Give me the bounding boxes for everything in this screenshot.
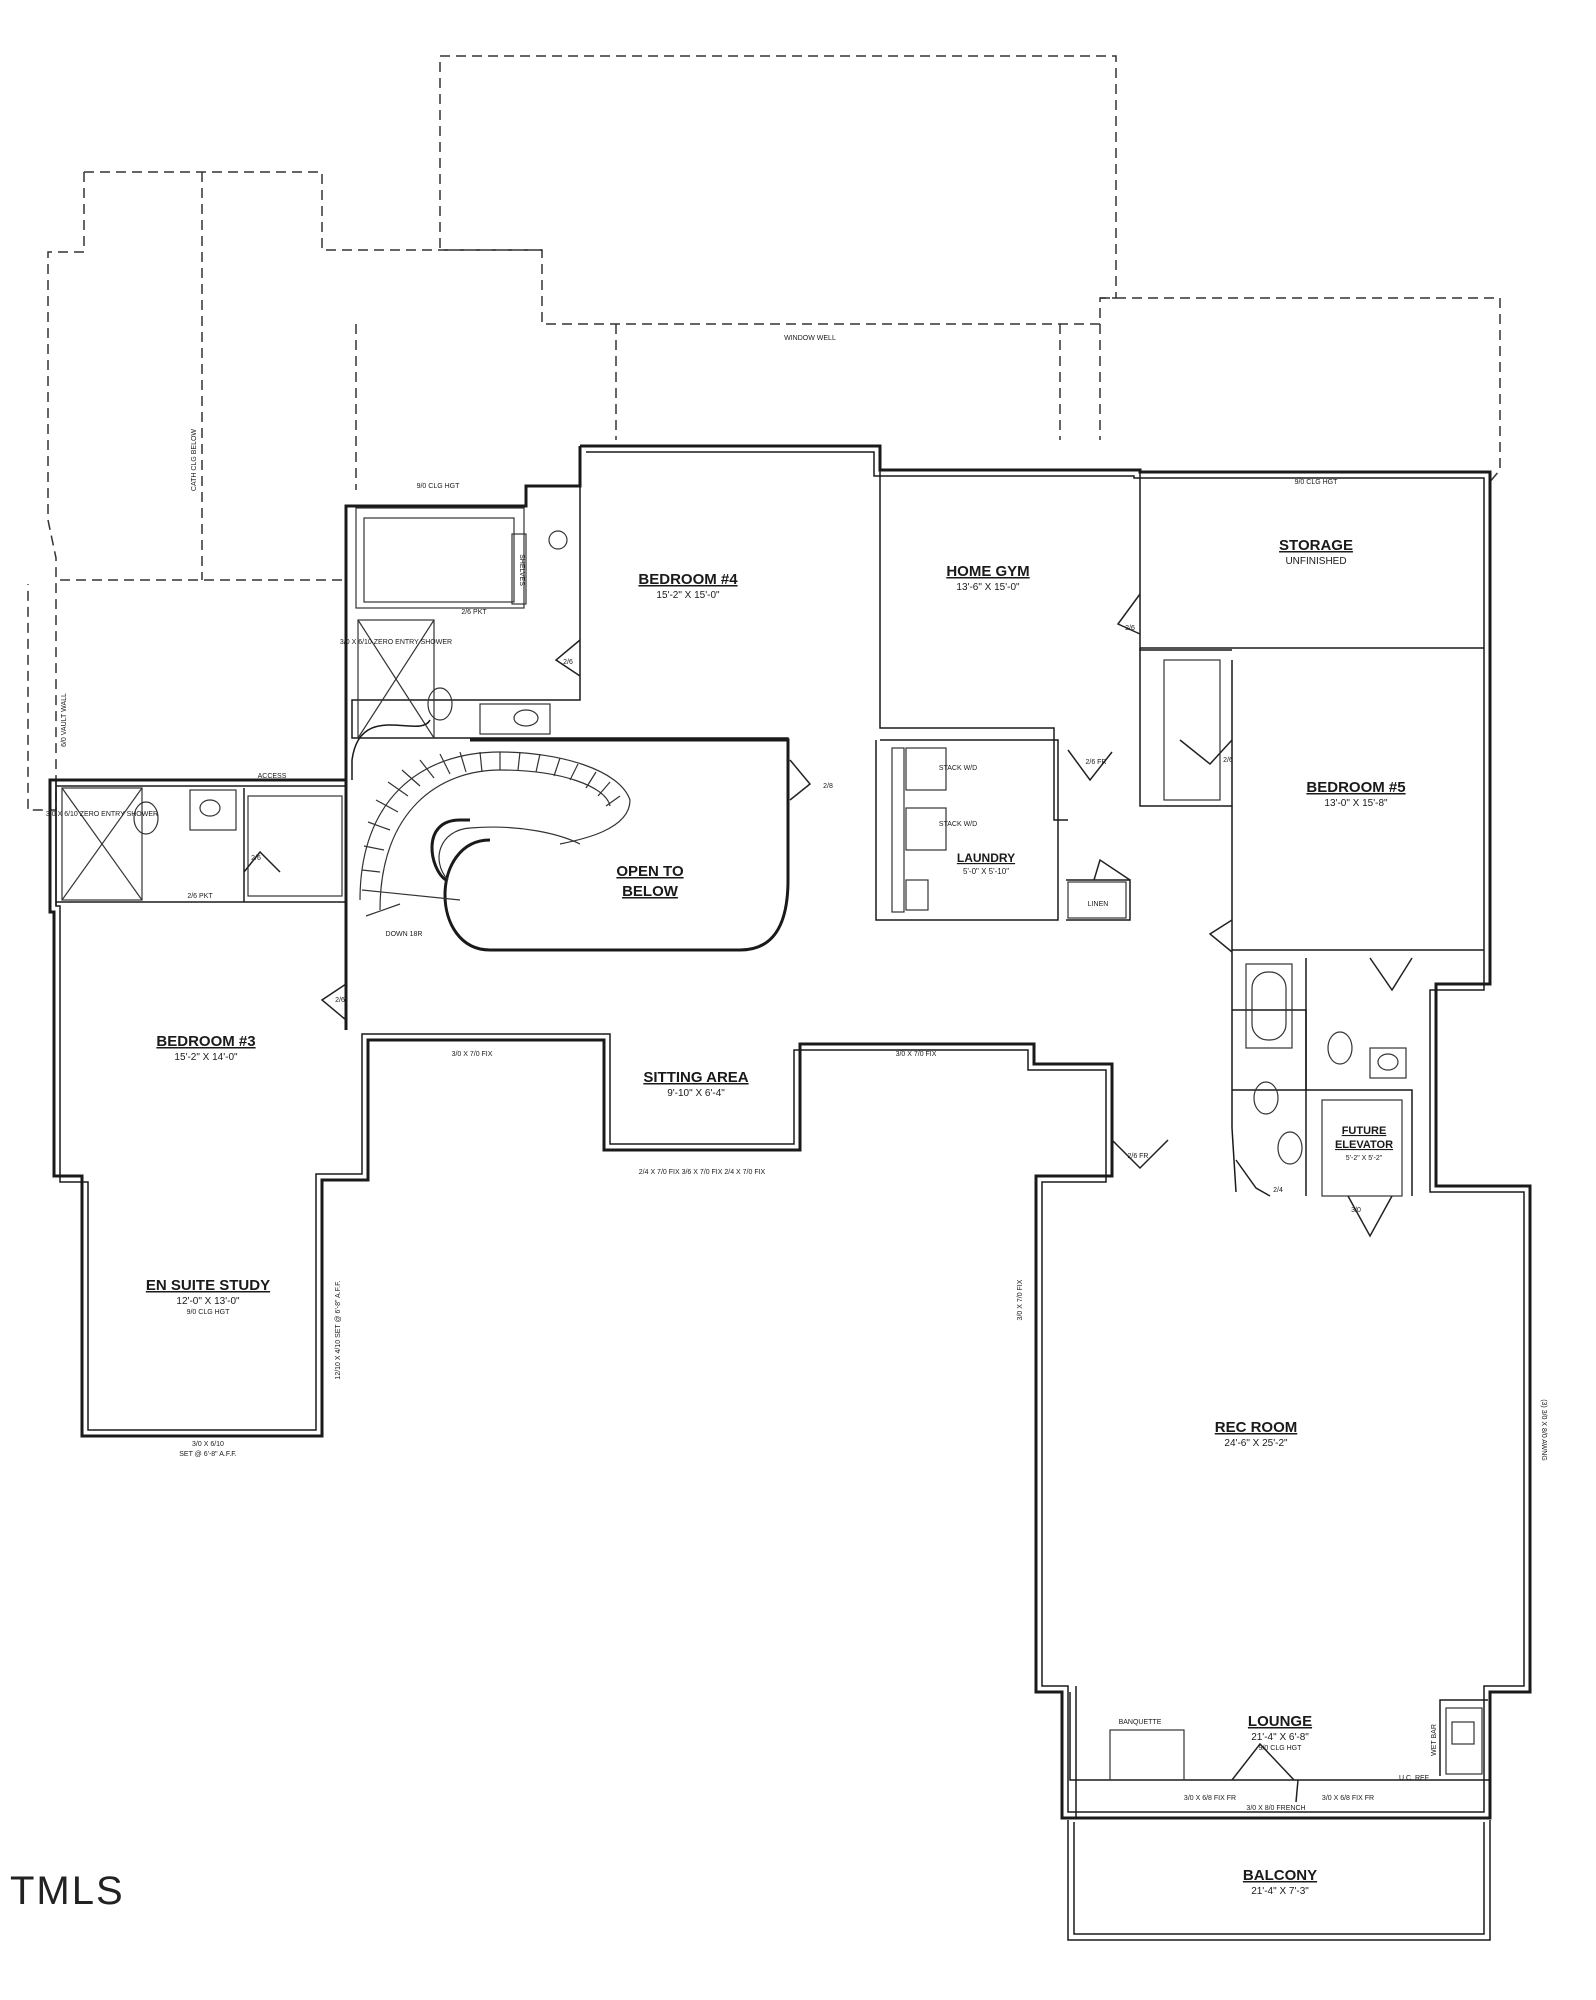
- rec-right-window-note: (3) 3/0 X 8/0 AWNG: [1540, 1399, 1547, 1461]
- bedroom4-name: BEDROOM #4: [638, 571, 738, 588]
- laundry-name: LAUNDRY: [957, 851, 1015, 865]
- open-to-below-line2: BELOW: [622, 883, 679, 900]
- room-labels: BEDROOM #4 15'-2" X 15'-0" HOME GYM 13'-…: [146, 537, 1406, 1897]
- laundry-dims: 5'-0" X 5'-10": [963, 867, 1009, 876]
- future-elevator-line1: FUTURE: [1342, 1125, 1387, 1137]
- stack-wd-note-2: STACK W/D: [939, 821, 977, 828]
- wet-bar-note: WET BAR: [1431, 1724, 1438, 1756]
- storage-dims: UNFINISHED: [1285, 556, 1346, 567]
- bedroom5-name: BEDROOM #5: [1306, 779, 1405, 796]
- shower-note-2: 3/0 X 6/10 ZERO ENTRY SHOWER: [46, 811, 158, 818]
- win-study-side-note: 12/10 X 4/10 SET @ 6'-8" A.F.F.: [335, 1280, 342, 1379]
- rec-room-name: REC ROOM: [1215, 1419, 1298, 1436]
- plan-notes: WINDOW WELL 9/0 CLG HGT 9/0 CLG HGT CATH…: [46, 335, 1547, 1812]
- pkt-note-2: 2/6 PKT: [187, 893, 213, 900]
- balcony-dims: 21'-4" X 7'-3": [1251, 1886, 1309, 1897]
- open-to-below-line1: OPEN TO: [616, 863, 684, 880]
- clg-hgt-note-1: 9/0 CLG HGT: [417, 483, 461, 490]
- sitting-area-name: SITTING AREA: [643, 1069, 748, 1086]
- future-elevator-line2: ELEVATOR: [1335, 1139, 1393, 1151]
- access-note: ACCESS: [258, 773, 287, 780]
- home-gym-dims: 13'-6" X 15'-0": [956, 582, 1020, 593]
- door-note-5: 2/6 FR: [1085, 759, 1106, 766]
- tmls-watermark: TMLS: [10, 1869, 125, 1913]
- home-gym-name: HOME GYM: [946, 563, 1029, 580]
- door-note-2: 2/8: [823, 783, 833, 790]
- storage-name: STORAGE: [1279, 537, 1353, 554]
- rec-room-dims: 24'-6" X 25'-2": [1224, 1438, 1288, 1449]
- french-door-note: 3/0 X 8/0 FRENCH: [1246, 1805, 1305, 1812]
- lounge-note: 9/0 CLG HGT: [1259, 1745, 1303, 1752]
- linen-note: LINEN: [1088, 901, 1109, 908]
- door-note-8: 3/0: [1351, 1207, 1361, 1214]
- interior-walls: [55, 446, 1491, 1941]
- exterior-walls: [48, 444, 1532, 1820]
- door-note-3: 2/6: [1125, 625, 1135, 632]
- vault-note: 6/0 VAULT WALL: [61, 693, 68, 747]
- future-elevator-dims: 5'-2" X 5'-2": [1346, 1155, 1383, 1162]
- en-suite-study-dims: 12'-0" X 13'-0": [176, 1296, 240, 1307]
- down-note: DOWN 18R: [386, 931, 423, 938]
- sitting-area-dims: 9'-10" X 6'-4": [667, 1088, 725, 1099]
- en-suite-study-note: 9/0 CLG HGT: [187, 1309, 231, 1316]
- fix-fr-note-right: 3/0 X 6/8 FIX FR: [1322, 1795, 1374, 1802]
- door-note-4: 2/6: [1223, 757, 1233, 764]
- win-bay-note: 2/4 X 7/0 FIX 3/6 X 7/0 FIX 2/4 X 7/0 FI…: [639, 1169, 766, 1176]
- bedroom3-name: BEDROOM #3: [156, 1033, 255, 1050]
- balcony-name: BALCONY: [1243, 1867, 1317, 1884]
- window-well-note: WINDOW WELL: [784, 335, 836, 342]
- uc-ref-note: U.C. REF: [1399, 1775, 1429, 1782]
- bedroom4-dims: 15'-2" X 15'-0": [656, 590, 720, 601]
- door-swings: [243, 593, 1413, 1803]
- lounge-name: LOUNGE: [1248, 1713, 1312, 1730]
- win-sitting-right-note: 3/0 X 7/0 FIX: [896, 1051, 937, 1058]
- bedroom5-dims: 13'-0" X 15'-8": [1324, 798, 1388, 809]
- stair-open-to-below: [351, 719, 790, 952]
- pkt-note-1: 2/6 PKT: [461, 609, 487, 616]
- door-note-9: 2/6: [251, 855, 261, 862]
- lounge-dims: 21'-4" X 6'-8": [1251, 1732, 1309, 1743]
- cath-clg-note: CATH CLG BELOW: [191, 429, 198, 491]
- door-note-6: 2/6: [335, 997, 345, 1004]
- banquette-note: BANQUETTE: [1119, 1719, 1162, 1726]
- door-note-7: 2/4: [1273, 1187, 1283, 1194]
- rec-left-window-note: 3/0 X 7/0 FIX: [1017, 1279, 1024, 1320]
- door-note-10: 2/6 FR: [1127, 1153, 1148, 1160]
- win-study-bottom-note-2: SET @ 6'-8" A.F.F.: [179, 1451, 237, 1458]
- bedroom3-dims: 15'-2" X 14'-0": [174, 1052, 238, 1063]
- win-sitting-left-note: 3/0 X 7/0 FIX: [452, 1051, 493, 1058]
- shelves-note: SHELVES: [518, 554, 525, 586]
- roof-outline-below: [27, 55, 1501, 811]
- win-study-bottom-note: 3/0 X 6/10: [192, 1441, 224, 1448]
- bath-closet-details: [61, 507, 1483, 1781]
- fix-fr-note-left: 3/0 X 6/8 FIX FR: [1184, 1795, 1236, 1802]
- en-suite-study-name: EN SUITE STUDY: [146, 1277, 270, 1294]
- shower-note-1: 3/0 X 6/10 ZERO ENTRY SHOWER: [340, 639, 452, 646]
- stair-treads: [361, 751, 621, 873]
- clg-hgt-note-2: 9/0 CLG HGT: [1295, 479, 1339, 486]
- door-note-1: 2/6: [563, 659, 573, 666]
- stack-wd-note-1: STACK W/D: [939, 765, 977, 772]
